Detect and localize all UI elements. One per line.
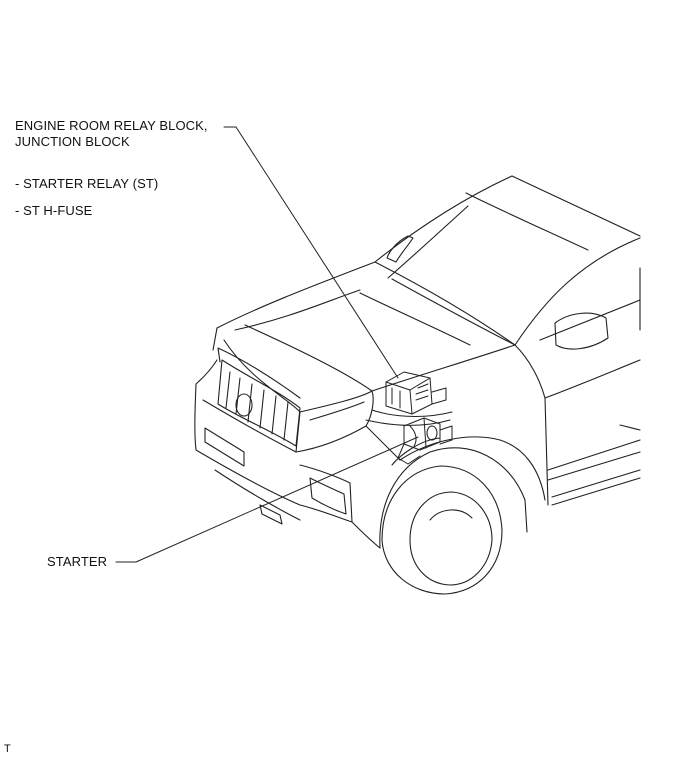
leader-lines xyxy=(115,126,419,563)
starter-label: STARTER xyxy=(47,554,108,569)
headlight xyxy=(295,390,374,453)
st-hfuse-label: - ST H-FUSE xyxy=(15,203,93,218)
front-bumper xyxy=(194,359,353,525)
relay-block-leader xyxy=(223,126,399,379)
corner-mark: T xyxy=(4,743,11,755)
fender-wheel-arch xyxy=(351,425,546,549)
relay-block-component xyxy=(365,371,453,426)
relay-block-label-line1: ENGINE ROOM RELAY BLOCK, xyxy=(15,118,208,133)
side-body xyxy=(514,267,641,506)
starter-relay-label: - STARTER RELAY (ST) xyxy=(15,176,159,191)
relay-block-label-line2: JUNCTION BLOCK xyxy=(15,134,130,149)
front-wheel xyxy=(381,465,503,595)
windshield-roof xyxy=(374,175,641,346)
hood xyxy=(212,261,516,413)
starter-leader xyxy=(115,436,419,563)
grille xyxy=(217,347,301,447)
starter-component xyxy=(397,417,453,465)
